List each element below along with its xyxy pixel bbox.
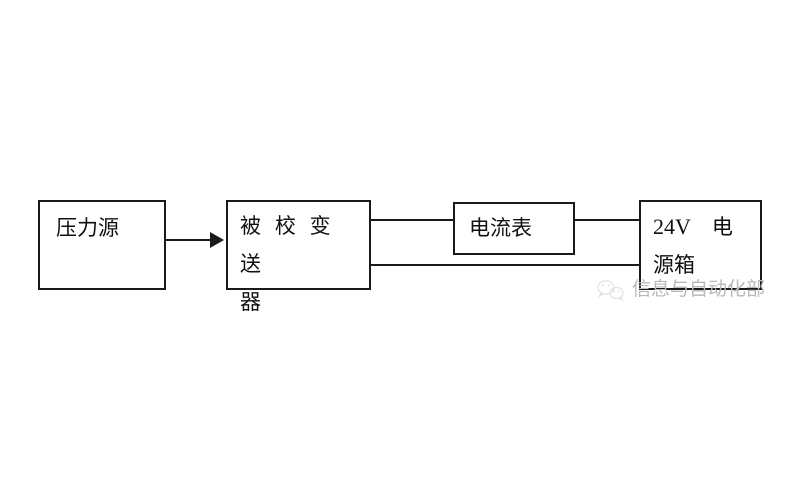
block-ammeter: 电流表 xyxy=(453,202,575,255)
connector-source-to-transmitter xyxy=(166,239,218,241)
block-power-supply-label: 24V 电 源箱 xyxy=(653,208,757,285)
block-transmitter: 被 校 变 送 器 xyxy=(226,200,371,314)
block-power-supply: 24V 电 源箱 xyxy=(639,200,762,290)
block-power-supply-voltage: 24V xyxy=(653,214,691,239)
arrow-head-icon xyxy=(210,232,224,248)
block-ammeter-label: 电流表 xyxy=(469,217,532,240)
block-power-supply-label-rest: 电 源箱 xyxy=(653,216,733,277)
wechat-icon xyxy=(596,278,626,302)
connector-ammeter-to-supply xyxy=(574,219,640,221)
block-transmitter-label: 被 校 变 送 器 xyxy=(240,215,335,314)
connector-transmitter-to-ammeter xyxy=(371,219,454,221)
block-pressure-source: 压力源 xyxy=(38,200,166,290)
connector-transmitter-to-supply xyxy=(371,264,640,266)
block-pressure-source-label: 压力源 xyxy=(56,217,119,240)
